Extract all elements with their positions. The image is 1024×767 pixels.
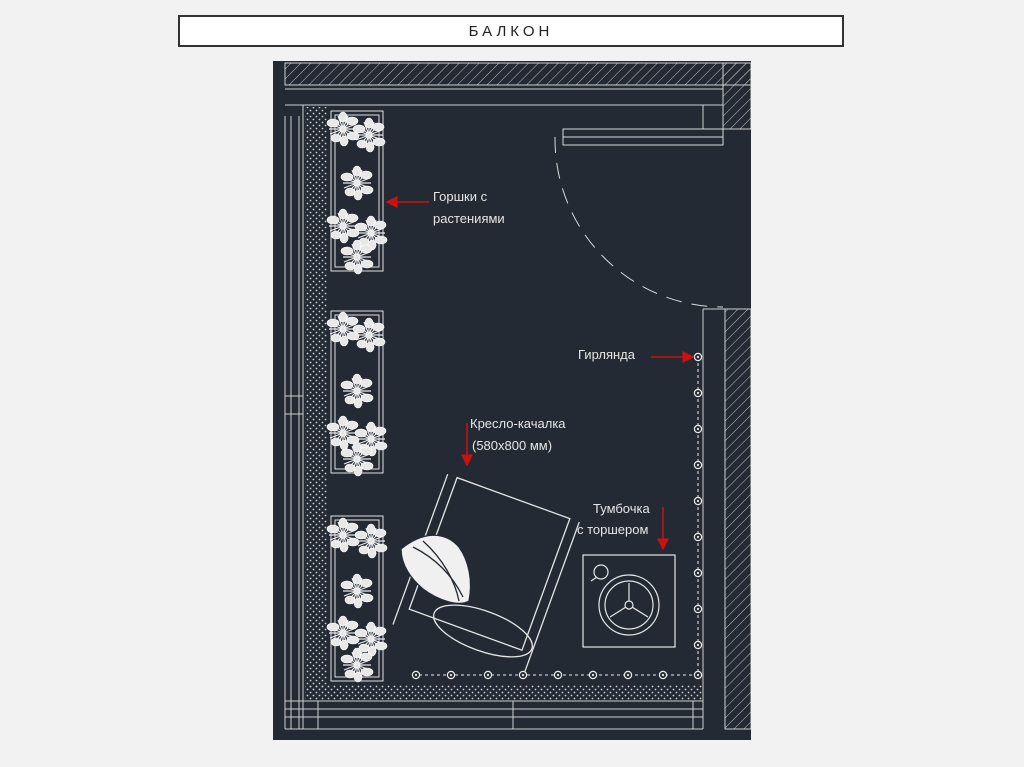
window-frame-bottom xyxy=(285,700,703,730)
label-pots-line1: Горшки с xyxy=(433,189,488,204)
label-nightstand-line1: Тумбочка xyxy=(593,501,650,516)
door xyxy=(554,128,724,308)
rocking-chair xyxy=(392,473,580,673)
garland xyxy=(411,352,703,680)
label-pots-line2: растениями xyxy=(433,211,505,226)
dotted-strip-bottom xyxy=(305,685,703,701)
window-frame-left xyxy=(284,105,304,729)
page-title: БАЛКОН xyxy=(178,15,844,47)
label-garland: Гирлянда xyxy=(578,347,636,362)
floor-plan: Горшки с растениями Гирлянда Кресло-кача… xyxy=(273,61,751,740)
nightstand-with-lamp xyxy=(582,554,676,648)
label-nightstand-line2: с торшером xyxy=(577,522,648,537)
label-chair-line2: (580x800 мм) xyxy=(472,438,552,453)
annotation-arrows xyxy=(385,196,695,551)
floor-plan-drawing: Горшки с растениями Гирлянда Кресло-кача… xyxy=(284,62,751,730)
walls xyxy=(284,62,751,730)
plants xyxy=(326,111,388,683)
dotted-strip-left xyxy=(305,107,327,689)
label-chair-line1: Кресло-качалка xyxy=(470,416,566,431)
page-title-text: БАЛКОН xyxy=(468,22,554,40)
